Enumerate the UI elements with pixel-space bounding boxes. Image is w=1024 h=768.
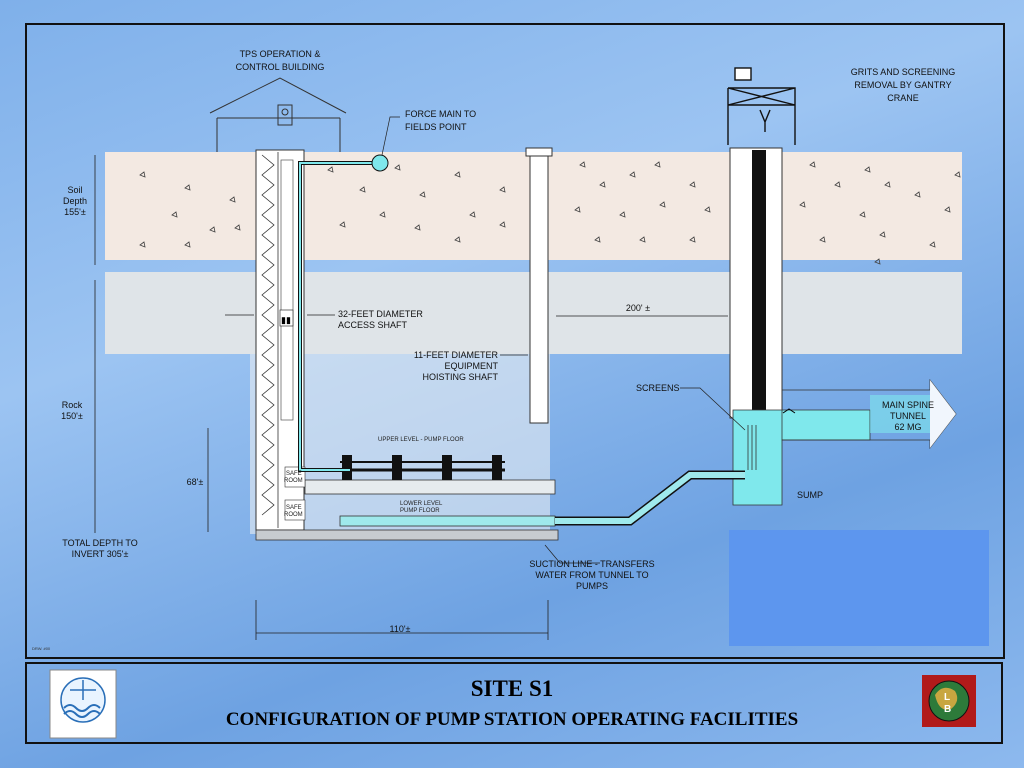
screens bbox=[747, 425, 757, 470]
force-main-pipe bbox=[298, 154, 389, 472]
right-logo: L B bbox=[922, 675, 976, 727]
label-soil-3: 155'± bbox=[64, 207, 86, 217]
label-safe-room-upper-2: ROOM bbox=[284, 478, 303, 484]
label-height-68: 68'± bbox=[187, 477, 204, 487]
leader-lines bbox=[225, 116, 746, 564]
label-total-depth-1: TOTAL DEPTH TO bbox=[62, 538, 138, 548]
label-sump: SUMP bbox=[797, 490, 823, 500]
label-grits-1: GRITS AND SCREENING bbox=[851, 67, 956, 77]
gantry-crane bbox=[727, 67, 796, 145]
svg-text:B: B bbox=[944, 704, 951, 715]
page-subtitle: CONFIGURATION OF PUMP STATION OPERATING … bbox=[225, 709, 799, 730]
label-suction-2: WATER FROM TUNNEL TO bbox=[535, 570, 648, 580]
wet-well-shaft bbox=[729, 147, 783, 500]
label-soil-1: Soil bbox=[67, 185, 82, 195]
label-suction-1: SUCTION LINE - TRANSFERS bbox=[529, 559, 654, 569]
label-hoisting-shaft-3: HOISTING SHAFT bbox=[422, 372, 498, 382]
label-hoisting-shaft-1: 11-FEET DIAMETER bbox=[414, 350, 499, 360]
left-logo bbox=[49, 669, 117, 739]
access-shaft: ▮▮ bbox=[255, 149, 305, 531]
label-access-shaft-1: 32-FEET DIAMETER bbox=[338, 309, 423, 319]
label-hoisting-shaft-2: EQUIPMENT bbox=[444, 361, 498, 371]
label-rock-2: 150'± bbox=[61, 411, 83, 421]
label-grits-3: CRANE bbox=[887, 93, 919, 103]
overlay-box bbox=[729, 530, 989, 646]
label-force-main-2: FIELDS POINT bbox=[405, 122, 467, 132]
label-safe-room-lower-2: ROOM bbox=[284, 512, 303, 518]
wet-well-water bbox=[732, 378, 957, 506]
label-suction-3: PUMPS bbox=[576, 581, 608, 591]
label-screens: SCREENS bbox=[636, 383, 680, 393]
label-lower-level-1: LOWER LEVEL bbox=[400, 501, 443, 507]
dimension-lines bbox=[94, 155, 728, 640]
label-corner-note: DRW. #00 bbox=[32, 646, 51, 651]
label-lower-level-2: PUMP FLOOR bbox=[400, 508, 440, 514]
svg-text:▮▮: ▮▮ bbox=[281, 315, 291, 325]
page-title: SITE S1 bbox=[470, 676, 554, 701]
label-force-main-1: FORCE MAIN TO bbox=[405, 109, 476, 119]
label-main-spine-1: MAIN SPINE bbox=[882, 400, 934, 410]
label-distance-200: 200' ± bbox=[626, 303, 650, 313]
label-safe-room-upper-1: SAFE bbox=[286, 471, 302, 477]
label-main-spine-2: TUNNEL bbox=[890, 411, 926, 421]
label-tps-building-2: CONTROL BUILDING bbox=[236, 62, 325, 72]
control-building bbox=[209, 77, 347, 152]
label-access-shaft-2: ACCESS SHAFT bbox=[338, 320, 408, 330]
label-total-depth-2: INVERT 305'± bbox=[72, 549, 129, 559]
label-grits-2: REMOVAL BY GANTRY bbox=[854, 80, 951, 90]
label-safe-room-lower-1: SAFE bbox=[286, 505, 302, 511]
svg-text:L: L bbox=[944, 692, 950, 703]
pump-chamber bbox=[255, 455, 559, 541]
hoisting-shaft bbox=[525, 147, 553, 424]
title-frame bbox=[25, 662, 1003, 744]
label-tps-building-1: TPS OPERATION & bbox=[240, 49, 321, 59]
label-main-spine-3: 62 MG bbox=[894, 422, 921, 432]
label-soil-2: Depth bbox=[63, 196, 87, 206]
label-rock-1: Rock bbox=[62, 400, 83, 410]
label-upper-level: UPPER LEVEL - PUMP FLOOR bbox=[378, 437, 464, 443]
diagram-frame bbox=[25, 23, 1005, 659]
suction-line bbox=[555, 470, 745, 526]
label-width-110: 110'± bbox=[389, 624, 410, 634]
soil-gravel bbox=[139, 161, 961, 265]
